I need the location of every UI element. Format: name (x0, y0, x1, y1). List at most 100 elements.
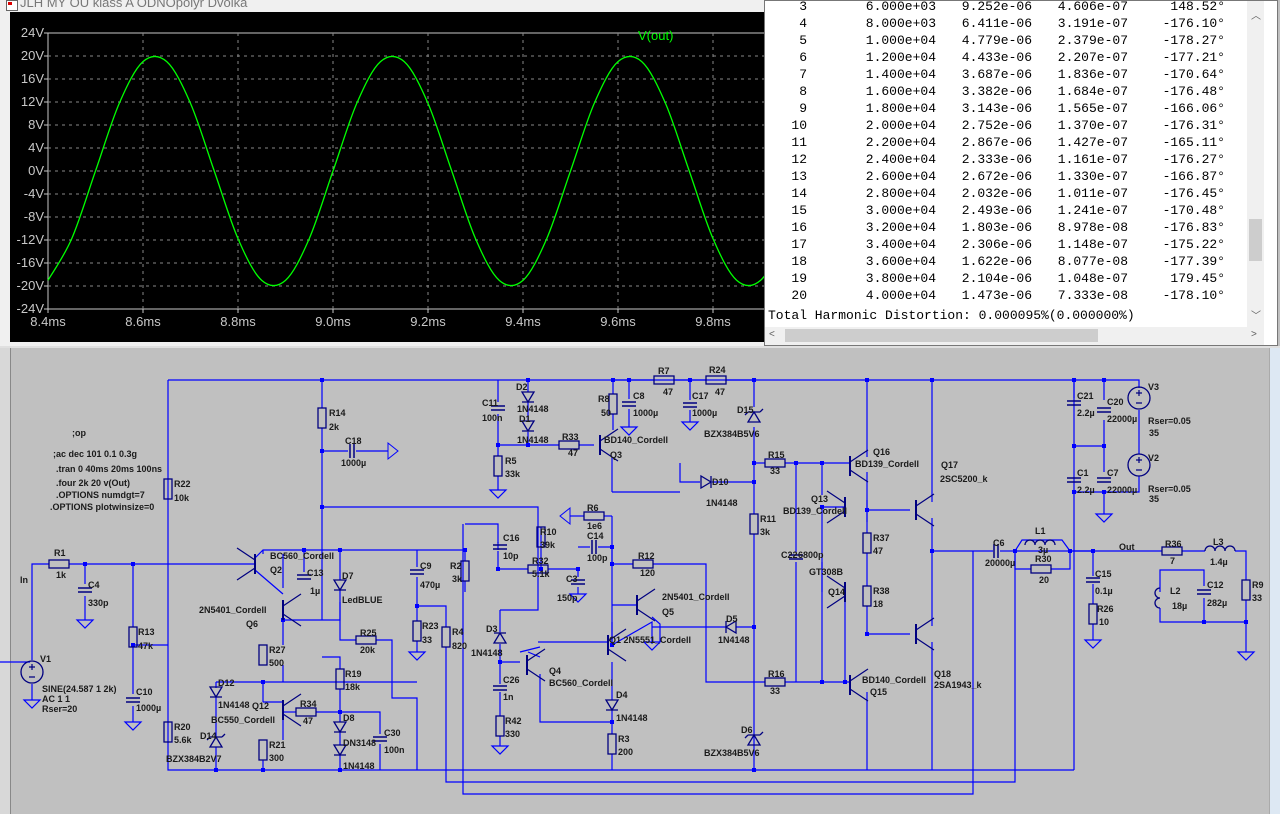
component-label-d1-ref[interactable]: D1 (519, 414, 531, 424)
component-label-c12-value[interactable]: 282µ (1207, 598, 1228, 608)
component-label-q3-value[interactable]: Q3 (610, 450, 623, 460)
component-label-r11-ref[interactable]: R11 (760, 514, 777, 524)
component-label-c26-ref[interactable]: C26 (503, 675, 520, 685)
component-label-d7-ref[interactable]: D7 (342, 571, 354, 581)
component-label-v3-value[interactable]: Rser=0.05 (1148, 416, 1191, 426)
component-label-v2-value[interactable]: 35 (1149, 494, 1160, 504)
component-label-d12-value[interactable]: 1N4148 (218, 700, 250, 710)
component-label-r30-ref[interactable]: R30 (1035, 554, 1052, 564)
component-label-d10-value[interactable]: 1N4148 (706, 498, 738, 508)
component-label-c30-ref[interactable]: C30 (384, 728, 401, 738)
component-label-v3-value[interactable]: 35 (1149, 428, 1160, 438)
component-label-r32-ref[interactable]: R32 (532, 556, 549, 566)
component-label-c21-ref[interactable]: C21 (1077, 391, 1094, 401)
component-label-q12-ref[interactable]: Q12 (252, 701, 270, 711)
component-label-r26-ref[interactable]: R26 (1097, 604, 1114, 614)
component-label-r8-value[interactable]: 50 (601, 408, 612, 418)
component-label-c18-ref[interactable]: C18 (345, 436, 362, 446)
component-label-l1-value[interactable]: 3µ (1038, 545, 1049, 555)
spice-directive[interactable]: .OPTIONS numdgt=7 (56, 490, 145, 500)
component-label-r15-ref[interactable]: R15 (768, 450, 785, 460)
component-label-c17-value[interactable]: 1000µ (692, 408, 718, 418)
component-label-r6-value[interactable]: 1e6 (587, 521, 603, 531)
component-label-q14-ref[interactable]: GT308B (809, 567, 844, 577)
net-label-out[interactable]: Out (1119, 542, 1135, 552)
scroll-up-icon[interactable]: ︿ (1251, 11, 1261, 22)
component-label-c3-value[interactable]: 150p (557, 593, 578, 603)
component-label-c12-ref[interactable]: C12 (1207, 580, 1224, 590)
component-label-c6-ref[interactable]: C6 (993, 538, 1005, 548)
scroll-left-icon[interactable]: < (769, 329, 775, 340)
component-label-d8-ref[interactable]: D8 (343, 713, 355, 723)
component-label-c20-ref[interactable]: C20 (1107, 397, 1124, 407)
component-label-r3-value[interactable]: 200 (618, 747, 634, 757)
component-label-r38-ref[interactable]: R38 (873, 586, 890, 596)
component-label-r20-value[interactable]: 5.6k (174, 735, 192, 745)
component-label-r27-value[interactable]: 500 (269, 658, 285, 668)
component-label-r2-value[interactable]: 3k (452, 574, 463, 584)
component-label-d5-ref[interactable]: D5 (726, 614, 738, 624)
component-label-r33-ref[interactable]: R33 (562, 432, 579, 442)
component-label-r22-value[interactable]: 10k (174, 493, 190, 503)
component-label-c13-ref[interactable]: C13 (307, 568, 324, 578)
component-label-q2-value[interactable]: BC560_Cordell (270, 551, 335, 561)
component-label-r1-ref[interactable]: R1 (54, 548, 66, 558)
component-label-c14-ref[interactable]: C14 (587, 531, 604, 541)
component-label-c11-ref[interactable]: C11 (482, 398, 499, 408)
component-label-r4-ref[interactable]: R4 (452, 627, 464, 637)
component-label-v1-value[interactable]: Rser=20 (42, 704, 78, 714)
component-label-r23-ref[interactable]: R23 (422, 621, 439, 631)
component-label-c9-value[interactable]: 470µ (420, 580, 441, 590)
component-label-r6-ref[interactable]: R6 (587, 503, 599, 513)
component-label-d6-ref[interactable]: D6 (741, 725, 753, 735)
component-label-d15-ref[interactable]: D15 (737, 405, 754, 415)
component-label-d10-ref[interactable]: D10 (712, 477, 729, 487)
scroll-thumb[interactable] (1249, 219, 1262, 261)
component-label-d14-ref[interactable]: D14 (200, 731, 217, 741)
component-label-r10-value[interactable]: 39k (540, 540, 556, 550)
component-label-r21-value[interactable]: 300 (269, 753, 285, 763)
component-label-c4-value[interactable]: 330p (88, 598, 109, 608)
component-label-r7-ref[interactable]: R7 (658, 366, 670, 376)
net-label-in[interactable]: In (20, 575, 28, 585)
component-label-c6-value[interactable]: 20000µ (985, 558, 1016, 568)
component-label-r24-value[interactable]: 47 (715, 387, 726, 397)
component-label-r11-value[interactable]: 3k (760, 527, 771, 537)
component-label-q12-value[interactable]: BC550_Cordell (211, 715, 276, 725)
component-label-r34-ref[interactable]: R34 (300, 699, 317, 709)
component-label-d14-value[interactable]: BZX384B2V7 (166, 754, 222, 764)
component-label-c11-value[interactable]: 100n (482, 413, 503, 423)
scroll-right-icon[interactable]: > (1251, 329, 1257, 340)
component-label-r19-ref[interactable]: R19 (345, 669, 362, 679)
scroll-thumb-horizontal[interactable] (785, 329, 1098, 342)
component-label-d5-value[interactable]: 1N4148 (718, 635, 750, 645)
component-label-r33-value[interactable]: 47 (568, 448, 579, 458)
component-label-r16-ref[interactable]: R16 (768, 669, 785, 679)
component-label-q17-value[interactable]: 2SC5200_k (940, 474, 988, 484)
component-label-r4-value[interactable]: 820 (452, 641, 468, 651)
component-label-q5-ref[interactable]: Q5 (662, 607, 675, 617)
component-label-c26-value[interactable]: 1n (503, 692, 514, 702)
component-label-v1-ref[interactable]: V1 (40, 654, 52, 664)
component-label-c15-value[interactable]: 0.1µ (1095, 586, 1113, 596)
component-label-r24-ref[interactable]: R24 (709, 365, 726, 375)
component-label-q15-ref[interactable]: BD140_Cordell (862, 675, 927, 685)
component-label-c7-value[interactable]: 22000µ (1107, 485, 1138, 495)
component-label-c20-value[interactable]: 22000µ (1107, 414, 1138, 424)
component-label-d7-value[interactable]: LedBLUE (342, 595, 383, 605)
component-label-r37-value[interactable]: 47 (873, 546, 884, 556)
component-label-c16-value[interactable]: 10p (503, 551, 519, 561)
component-label-q3-ref[interactable]: BD140_Cordell (604, 435, 669, 445)
component-label-r42-value[interactable]: 330 (505, 729, 521, 739)
component-label-c17-ref[interactable]: C17 (692, 391, 709, 401)
component-label-q16-value[interactable]: BD139_Cordell (855, 459, 920, 469)
component-label-r30-value[interactable]: 20 (1039, 575, 1050, 585)
component-label-c22-ref[interactable]: C22 (781, 550, 798, 560)
component-label-r22-ref[interactable]: R22 (174, 479, 191, 489)
component-label-r36-ref[interactable]: R36 (1165, 539, 1182, 549)
component-label-q14-value[interactable]: Q14 (828, 587, 846, 597)
component-label-c1-value[interactable]: 2.2µ (1077, 485, 1095, 495)
